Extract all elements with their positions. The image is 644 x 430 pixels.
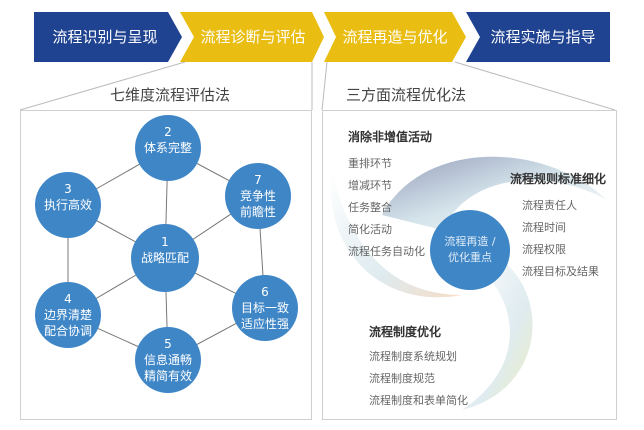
group-item: 流程责任人	[522, 199, 577, 212]
node-circle-3	[35, 172, 101, 238]
group-item: 流程制度和表单简化	[369, 394, 468, 407]
node-circle-1	[131, 224, 199, 292]
group-system: 流程制度优化 流程制度系统规划 流程制度规范 流程制度和表单简化	[369, 323, 468, 412]
group-rules: 流程规则标准细化 流程责任人 流程时间 流程权限 流程目标及结果	[510, 170, 606, 283]
step-arrow-1	[34, 12, 182, 62]
step-2-label: 流程诊断与评估	[200, 28, 306, 46]
seven-dimension-diagram	[35, 115, 298, 393]
group-item: 流程制度规范	[369, 372, 435, 385]
group-item: 增减环节	[348, 179, 392, 192]
group-item: 任务整合	[348, 201, 392, 214]
process-arrows	[19, 12, 616, 110]
swirl-graphic	[330, 156, 607, 410]
group-item: 流程任务自动化	[348, 245, 425, 258]
node-circle-6	[232, 275, 298, 341]
group-eliminate: 消除非增值活动 重排环节 增减环节 任务整合 简化活动 流程任务自动化	[348, 128, 432, 263]
right-panel-title: 三方面流程优化法	[346, 86, 467, 104]
connector-line	[321, 61, 328, 110]
group-item: 简化活动	[348, 223, 392, 236]
step-arrow-3	[324, 12, 466, 62]
group-heading: 流程规则标准细化	[510, 172, 607, 186]
left-panel-title: 七维度流程评估法	[110, 86, 231, 104]
group-heading: 消除非增值活动	[348, 130, 433, 144]
step-3-label: 流程再造与优化	[342, 28, 448, 46]
node-circle-5	[135, 327, 201, 393]
center-circle	[430, 210, 510, 290]
node-circle-4	[35, 282, 101, 348]
node-circle-7	[225, 163, 291, 229]
step-1-label: 流程识别与呈现	[52, 28, 158, 46]
group-item: 流程制度系统规划	[369, 350, 457, 363]
group-item: 流程目标及结果	[522, 265, 599, 278]
group-item: 流程权限	[522, 243, 566, 256]
step-4-label: 流程实施与指导	[490, 28, 596, 46]
node-circle-2	[135, 115, 201, 181]
group-item: 流程时间	[522, 221, 566, 234]
group-item: 重排环节	[348, 157, 392, 170]
connector-line	[454, 61, 616, 110]
center-label: 流程再造 / 优化重点	[444, 235, 496, 264]
group-heading: 流程制度优化	[369, 325, 442, 339]
connector-line	[19, 61, 186, 110]
step-arrow-4	[466, 12, 610, 62]
step-arrow-2	[180, 12, 324, 62]
